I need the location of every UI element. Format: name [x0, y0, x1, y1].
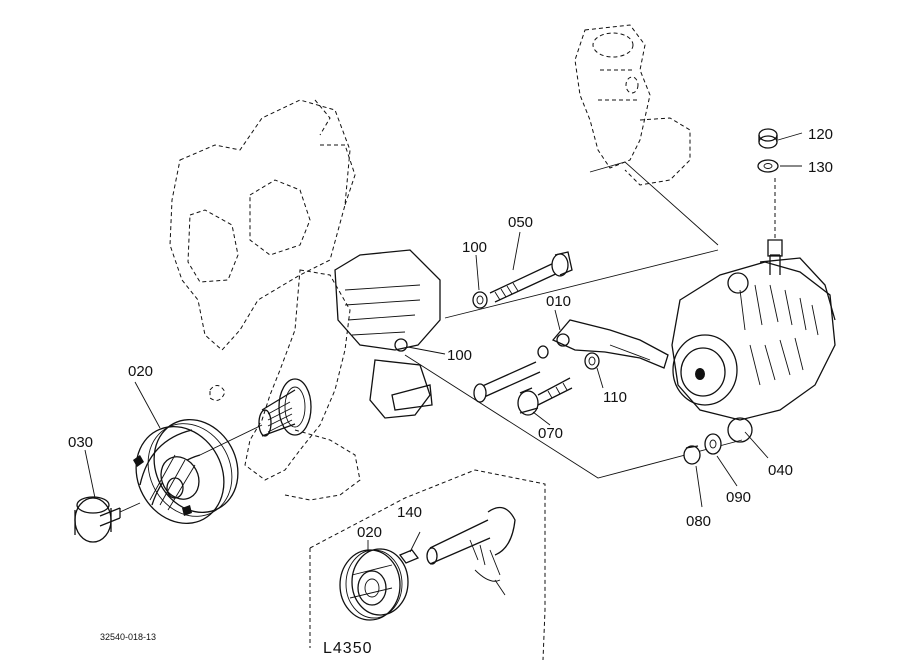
label-020-inset: 020: [357, 524, 382, 541]
label-090: 090: [726, 489, 751, 506]
bracket-bolt: [473, 361, 541, 403]
adjust-bracket-boss: [334, 249, 441, 419]
label-080: 080: [686, 513, 711, 530]
label-110: 110: [603, 389, 627, 406]
label-100-mid: 100: [447, 347, 472, 364]
label-050: 050: [508, 214, 533, 231]
label-040: 040: [768, 462, 793, 479]
label-030: 030: [68, 434, 93, 451]
label-020: 020: [128, 363, 153, 380]
inset-key: [398, 549, 420, 564]
label-100-top: 100: [462, 239, 487, 256]
label-130: 130: [808, 159, 833, 176]
long-bolt: [489, 251, 573, 303]
washer-090: [704, 433, 722, 455]
engine-gear-case: [169, 99, 361, 501]
label-140: 140: [397, 504, 422, 521]
adjust-bracket: [537, 319, 669, 369]
nut-080: [683, 445, 701, 465]
water-pump-housing: [574, 24, 691, 186]
washer-110: [584, 352, 600, 370]
label-010: 010: [546, 293, 571, 310]
inset-pulley: [339, 548, 409, 621]
inset-model-label: L4350: [323, 640, 373, 657]
washer-top: [472, 291, 488, 309]
document-code: 32540-018-13: [100, 632, 156, 642]
label-070: 070: [538, 425, 563, 442]
pulley-bolt: [74, 496, 141, 543]
washer-130: [757, 159, 779, 173]
label-120: 120: [808, 126, 833, 143]
nut-120: [758, 128, 778, 149]
crankshaft-pulley: [133, 418, 239, 525]
crankshaft-nose: [258, 378, 312, 437]
bolt-070: [517, 377, 573, 416]
alternator: [671, 178, 836, 443]
inset-crank-nose: [426, 506, 516, 596]
inset-frame: [309, 469, 546, 661]
